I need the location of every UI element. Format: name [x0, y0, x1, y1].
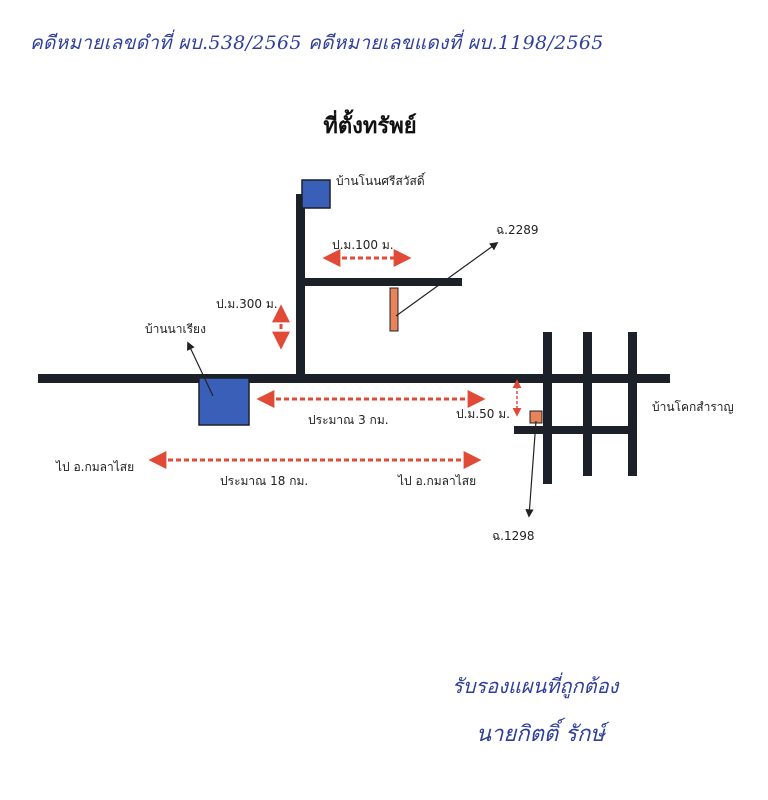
village-north-marker — [301, 179, 331, 209]
signature: นายกิตติ์ รักษ์ — [476, 722, 605, 747]
pointer-village-west — [187, 341, 214, 397]
label-deed-1298: ฉ.1298 — [492, 529, 535, 543]
label-pm50: ป.ม.50 ม. — [456, 407, 510, 421]
label-approx18: ประมาณ 18 กม. — [220, 474, 309, 488]
label-pm300: ป.ม.300 ม. — [216, 297, 278, 311]
measure-arrows — [148, 249, 486, 469]
label-deed-2289: ฉ.2289 — [496, 223, 539, 237]
pointer-arrows — [187, 242, 537, 518]
label-village-east: บ้านโคกสำราญ — [652, 400, 734, 414]
east-road-1 — [543, 332, 552, 484]
branch-road — [300, 278, 462, 286]
pointer-1298 — [525, 420, 537, 518]
label-village-west: บ้านนาเรียง — [145, 322, 206, 336]
certification-text: รับรองแผนที่ถูกต้อง — [452, 674, 619, 698]
village-west-marker — [198, 377, 250, 426]
main-road — [38, 374, 670, 383]
label-to-left: ไป อ.กมลาไสย — [56, 460, 135, 474]
label-village-north: บ้านโนนศรีสวัสดิ์ — [336, 174, 425, 188]
east-road-3 — [628, 332, 637, 476]
plot-2289 — [389, 287, 399, 332]
page-title: ที่ตั้งทรัพย์ — [323, 114, 417, 139]
label-to-right: ไป อ.กมลาไสย — [398, 474, 477, 488]
roads — [38, 194, 670, 484]
deed-case-note: คดีหมายเลขดำที่ ผบ.538/2565 คดีหมายเลขแด… — [30, 32, 604, 54]
pointer-2289 — [395, 242, 499, 317]
label-approx3: ประมาณ 3 กม. — [308, 413, 389, 427]
east-road-2 — [583, 332, 592, 476]
east-cross-road — [514, 426, 632, 434]
label-pm100: ป.ม.100 ม. — [332, 238, 394, 252]
